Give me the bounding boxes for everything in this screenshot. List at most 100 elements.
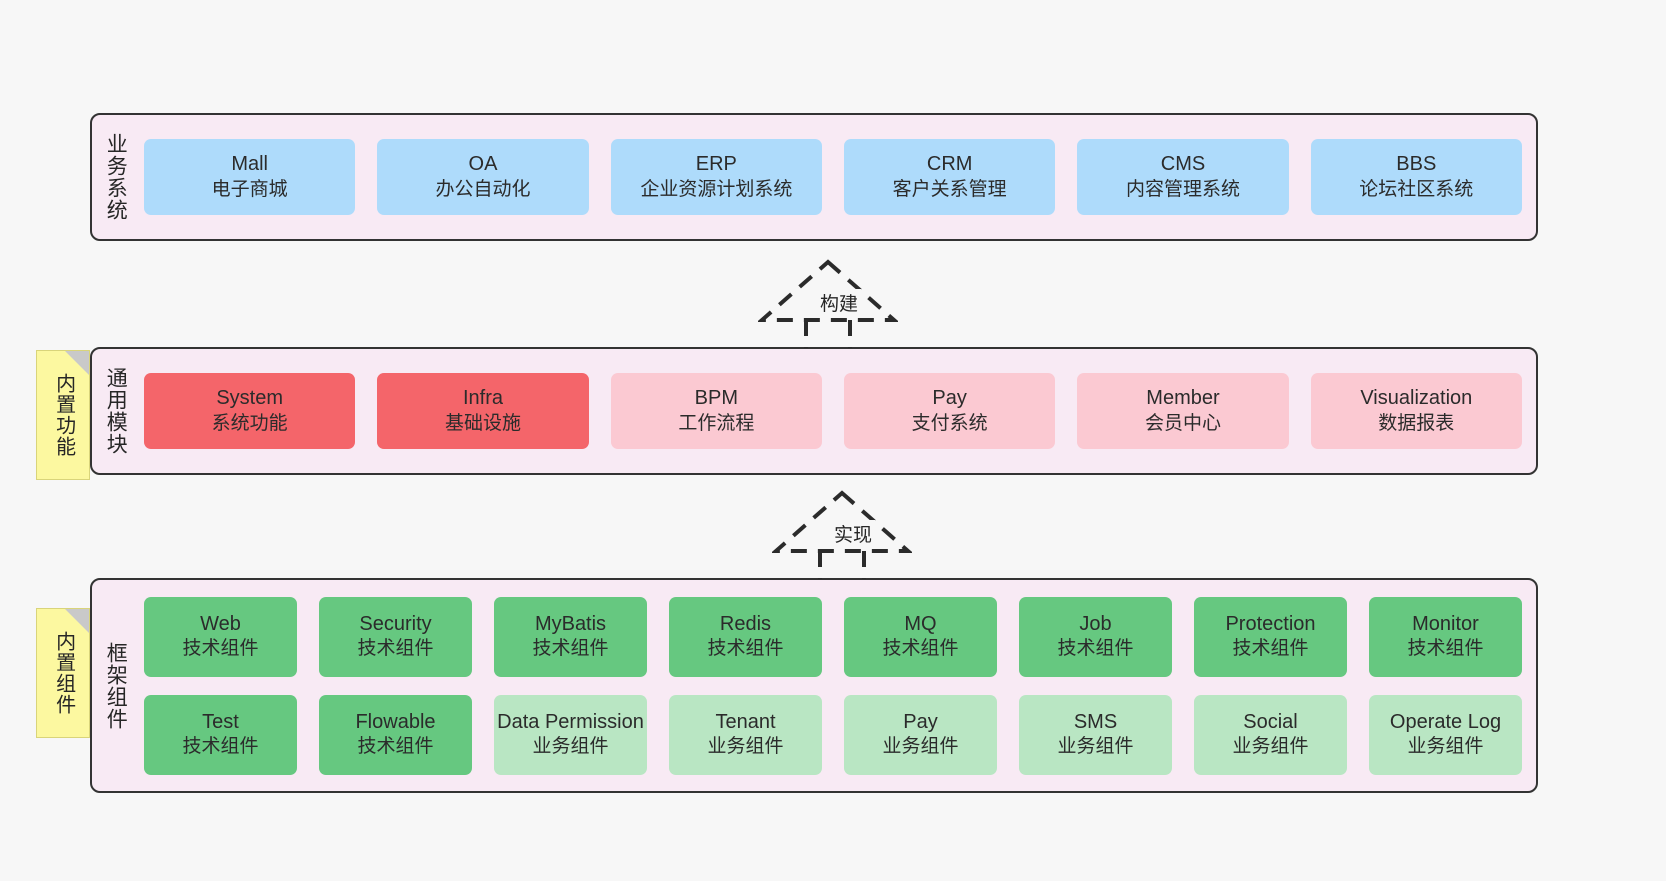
- component-box-monitor-en: Monitor: [1412, 612, 1479, 635]
- module-box-member[interactable]: Member 会员中心: [1077, 373, 1289, 449]
- module-box-bpm[interactable]: BPM 工作流程: [610, 373, 822, 449]
- component-box-tenant[interactable]: Tenant 业务组件: [669, 694, 822, 775]
- module-box-bpm-en: BPM: [694, 387, 738, 410]
- note-builtin-component-label: 内置组件: [52, 631, 75, 715]
- framework-component-layer: 框架组件 Web 技术组件 Security 技术组件 MyBatis 技术组件…: [90, 578, 1538, 793]
- component-box-data-permission-cn: 业务组件: [532, 736, 609, 758]
- module-box-infra-cn: 基础设施: [444, 412, 521, 434]
- business-box-mall[interactable]: Mall 电子商城: [144, 139, 356, 215]
- component-box-job-en: Job: [1079, 612, 1112, 635]
- component-box-data-permission-en: Data Permission: [497, 710, 644, 733]
- business-box-cms-en: CMS: [1160, 153, 1206, 176]
- framework-business-row: Test 技术组件 Flowable 技术组件 Data Permission …: [144, 694, 1522, 775]
- component-box-security-cn: 技术组件: [357, 638, 434, 660]
- component-box-job-cn: 技术组件: [1057, 638, 1134, 660]
- module-box-infra-en: Infra: [462, 387, 503, 410]
- component-box-monitor-cn: 技术组件: [1407, 638, 1484, 660]
- component-box-tenant-en: Tenant: [715, 710, 776, 733]
- note-builtin-function: 内置功能: [36, 350, 90, 480]
- module-box-pay[interactable]: Pay 支付系统: [843, 373, 1056, 449]
- business-system-layer-body: Mall 电子商城 OA 办公自动化 ERP 企业资源计划系统 CRM 客户关系…: [138, 115, 1536, 239]
- business-box-mall-cn: 电子商城: [211, 178, 288, 200]
- module-box-system-cn: 系统功能: [211, 412, 288, 434]
- component-box-mybatis-en: MyBatis: [534, 612, 607, 635]
- component-box-security-en: Security: [359, 612, 432, 635]
- business-system-layer: 业务系统 Mall 电子商城 OA 办公自动化 ERP 企业资源计划系统 CRM…: [90, 113, 1538, 241]
- business-box-crm[interactable]: CRM 客户关系管理: [843, 139, 1056, 215]
- component-box-test[interactable]: Test 技术组件: [144, 694, 297, 775]
- component-box-tenant-cn: 业务组件: [707, 736, 784, 758]
- module-box-visualization-en: Visualization: [1360, 387, 1473, 410]
- note-builtin-function-label: 内置功能: [52, 373, 75, 457]
- component-box-redis[interactable]: Redis 技术组件: [669, 596, 822, 677]
- business-box-crm-cn: 客户关系管理: [892, 178, 1007, 200]
- connector-label-build: 构建: [817, 289, 862, 316]
- component-box-sms[interactable]: SMS 业务组件: [1019, 694, 1172, 775]
- component-box-mybatis-cn: 技术组件: [532, 638, 609, 660]
- module-box-pay-en: Pay: [932, 387, 967, 410]
- business-box-oa-cn: 办公自动化: [435, 178, 531, 200]
- business-box-oa-en: OA: [468, 153, 498, 176]
- component-box-sms-en: SMS: [1073, 710, 1118, 733]
- module-box-member-en: Member: [1146, 387, 1220, 410]
- module-box-bpm-cn: 工作流程: [678, 412, 755, 434]
- framework-tech-row: Web 技术组件 Security 技术组件 MyBatis 技术组件 Redi…: [144, 596, 1522, 677]
- arrow-stem-build: [804, 320, 852, 348]
- component-box-monitor[interactable]: Monitor 技术组件: [1369, 596, 1522, 677]
- module-box-infra[interactable]: Infra 基础设施: [377, 373, 589, 449]
- arrow-stem-realize: [818, 551, 866, 579]
- business-system-layer-title: 业务系统: [104, 133, 128, 221]
- business-box-erp-en: ERP: [695, 153, 737, 176]
- business-box-erp-cn: 企业资源计划系统: [640, 178, 793, 200]
- module-box-visualization-cn: 数据报表: [1378, 412, 1455, 434]
- module-box-visualization[interactable]: Visualization 数据报表: [1310, 373, 1522, 449]
- component-box-mq[interactable]: MQ 技术组件: [844, 596, 997, 677]
- common-module-row: System 系统功能 Infra 基础设施 BPM 工作流程 Pay 支付系统…: [144, 373, 1522, 449]
- common-module-layer-body: System 系统功能 Infra 基础设施 BPM 工作流程 Pay 支付系统…: [138, 349, 1536, 473]
- business-box-cms-cn: 内容管理系统: [1125, 178, 1240, 200]
- business-box-cms[interactable]: CMS 内容管理系统: [1077, 139, 1289, 215]
- component-box-operate-log-cn: 业务组件: [1407, 736, 1484, 758]
- component-box-pay[interactable]: Pay 业务组件: [844, 694, 997, 775]
- component-box-flowable-en: Flowable: [355, 710, 436, 733]
- business-box-crm-en: CRM: [926, 153, 973, 176]
- component-box-web[interactable]: Web 技术组件: [144, 596, 297, 677]
- business-box-bbs[interactable]: BBS 论坛社区系统: [1310, 139, 1522, 215]
- generalization-arrow-build: [758, 259, 898, 348]
- framework-component-layer-body: Web 技术组件 Security 技术组件 MyBatis 技术组件 Redi…: [138, 580, 1536, 791]
- module-box-system-en: System: [216, 387, 283, 410]
- component-box-social-en: Social: [1243, 710, 1298, 733]
- framework-component-layer-title: 框架组件: [104, 641, 128, 730]
- component-box-security[interactable]: Security 技术组件: [319, 596, 472, 677]
- module-box-system[interactable]: System 系统功能: [144, 373, 356, 449]
- common-module-layer: 通用模块 System 系统功能 Infra 基础设施 BPM 工作流程 Pay…: [90, 347, 1538, 475]
- component-box-job[interactable]: Job 技术组件: [1019, 596, 1172, 677]
- component-box-pay-en: Pay: [903, 710, 938, 733]
- connector-label-realize: 实现: [831, 520, 876, 547]
- component-box-redis-en: Redis: [719, 612, 772, 635]
- component-box-pay-cn: 业务组件: [882, 736, 959, 758]
- component-box-mq-en: MQ: [904, 612, 937, 635]
- component-box-operate-log-en: Operate Log: [1389, 710, 1502, 733]
- business-box-erp[interactable]: ERP 企业资源计划系统: [610, 139, 822, 215]
- common-module-layer-title: 通用模块: [104, 367, 128, 455]
- component-box-social-cn: 业务组件: [1232, 736, 1309, 758]
- component-box-mybatis[interactable]: MyBatis 技术组件: [494, 596, 647, 677]
- business-box-bbs-cn: 论坛社区系统: [1359, 178, 1474, 200]
- generalization-arrow-realize: [772, 490, 912, 579]
- component-box-social[interactable]: Social 业务组件: [1194, 694, 1347, 775]
- component-box-test-en: Test: [202, 710, 239, 733]
- module-box-member-cn: 会员中心: [1144, 412, 1221, 434]
- business-box-oa[interactable]: OA 办公自动化: [377, 139, 589, 215]
- component-box-flowable[interactable]: Flowable 技术组件: [319, 694, 472, 775]
- component-box-redis-cn: 技术组件: [707, 638, 784, 660]
- business-box-mall-en: Mall: [231, 153, 268, 176]
- component-box-operate-log[interactable]: Operate Log 业务组件: [1369, 694, 1522, 775]
- component-box-mq-cn: 技术组件: [882, 638, 959, 660]
- module-box-pay-cn: 支付系统: [911, 412, 988, 434]
- component-box-protection[interactable]: Protection 技术组件: [1194, 596, 1347, 677]
- component-box-web-en: Web: [200, 612, 241, 635]
- business-system-row: Mall 电子商城 OA 办公自动化 ERP 企业资源计划系统 CRM 客户关系…: [144, 139, 1522, 215]
- component-box-data-permission[interactable]: Data Permission 业务组件: [494, 694, 647, 775]
- note-builtin-component: 内置组件: [36, 608, 90, 738]
